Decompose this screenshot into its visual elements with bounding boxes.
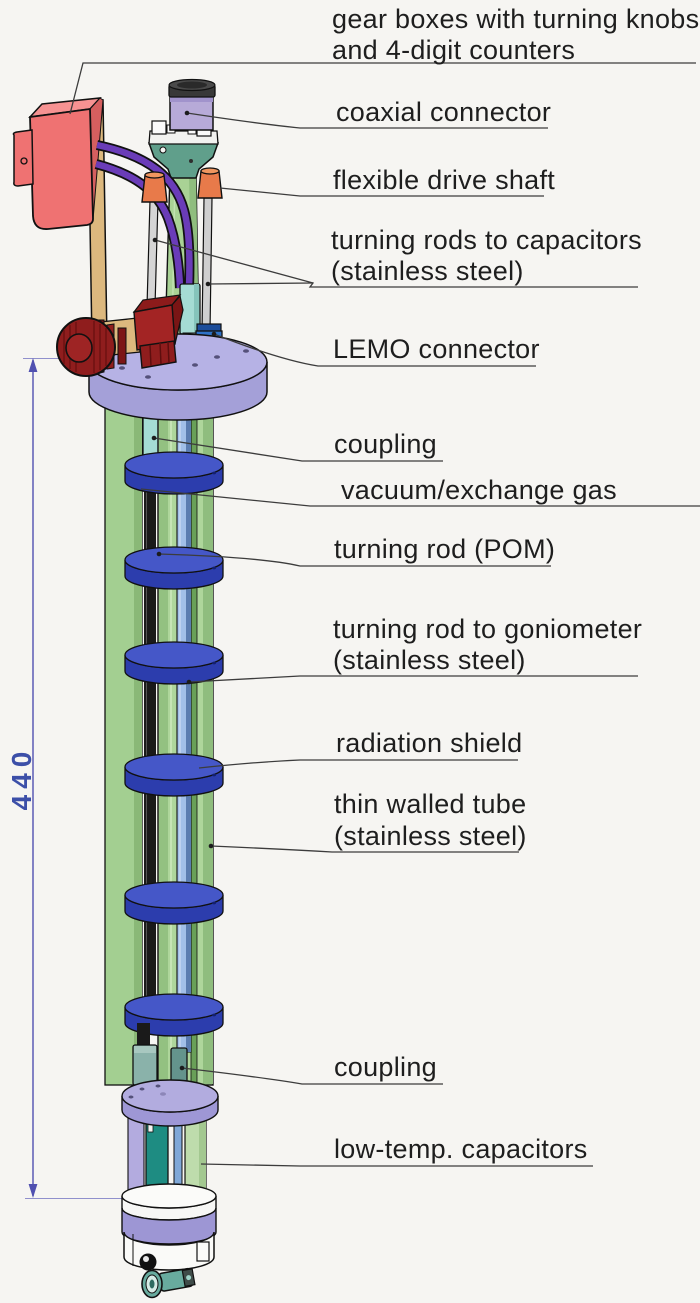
turning-rod-pom-part <box>144 455 156 1025</box>
labels: gear boxes with turning knobs and 4-digi… <box>331 4 699 1164</box>
flange-hole <box>119 366 125 370</box>
label-vacuum-exchange-gas: vacuum/exchange gas <box>341 475 617 505</box>
connector-funnel <box>147 142 220 179</box>
rod-stub-black <box>137 1023 150 1047</box>
bottom-housing <box>121 1183 217 1271</box>
connector-nut <box>151 120 167 135</box>
label-coupling-lower: coupling <box>334 1052 437 1082</box>
leader-radiation-shield <box>198 759 518 769</box>
radiation-shield-disc <box>124 881 224 925</box>
flange-hole <box>139 1087 145 1091</box>
vacuum-valve <box>56 294 184 377</box>
radiation-shields <box>124 451 224 1037</box>
label-turning-rod-goniometer-line2: (stainless steel) <box>333 645 526 675</box>
cone-left <box>141 174 168 203</box>
dimension-arrow-up <box>28 358 38 372</box>
instrument-drawing <box>12 78 268 1299</box>
leader-dots <box>151 110 217 1071</box>
leader-gear-boxes <box>69 62 696 115</box>
label-turning-rod-goniometer-line1: turning rod to goniometer <box>333 614 642 644</box>
label-lemo-connector: LEMO connector <box>333 334 540 364</box>
dimension-value: 440 <box>6 746 37 811</box>
gear-box <box>12 97 104 230</box>
flange-hole <box>214 355 220 359</box>
flange-hole <box>192 363 198 367</box>
gear-box-front <box>29 107 94 230</box>
leader-low-temp <box>200 1163 593 1167</box>
knob-ring <box>117 327 127 365</box>
label-coupling-upper: coupling <box>334 429 437 459</box>
leader-coupling-upper <box>153 437 443 462</box>
leader-coaxial <box>186 112 548 129</box>
housing-notch <box>196 1241 210 1262</box>
label-thin-walled-tube-line1: thin walled tube <box>334 789 526 819</box>
drive-shaft-a <box>96 141 193 289</box>
label-thin-walled-tube-line2: (stainless steel) <box>334 821 527 851</box>
valve-nut <box>139 340 177 369</box>
cone-right <box>197 170 223 199</box>
knob-face <box>65 333 93 363</box>
leader-vacuum <box>140 488 700 507</box>
flexible-drive-shafts <box>94 140 195 289</box>
funnel-dot <box>189 159 193 163</box>
housing-knob <box>139 1253 157 1271</box>
flange-hole <box>128 1095 134 1099</box>
radiation-shield-disc <box>124 546 224 590</box>
label-turning-rod-pom: turning rod (POM) <box>334 534 555 564</box>
radiation-shield-disc <box>124 451 224 495</box>
leader-thin-tube <box>210 845 519 853</box>
inner-rod-dark <box>190 391 198 1085</box>
leader-lines <box>69 62 700 1167</box>
drive-shaft-b <box>95 160 184 289</box>
label-gear-boxes-line2: and 4-digit counters <box>332 35 575 65</box>
flange-hole <box>145 375 151 379</box>
valve-body <box>133 304 176 351</box>
leader-rods-capacitors-2 <box>207 282 314 285</box>
label-turning-rods-capacitors-line1: turning rods to capacitors <box>331 225 642 255</box>
label-gear-boxes-line1: gear boxes with turning knobs <box>332 4 699 34</box>
coaxial-connector-part <box>147 78 220 179</box>
leader-coupling-lower <box>181 1067 443 1085</box>
leader-rods-capacitors-1 <box>154 239 638 288</box>
label-low-temp-capacitors: low-temp. capacitors <box>334 1134 588 1164</box>
turning-rod-right <box>201 197 213 333</box>
leader-rod-pom <box>158 553 551 567</box>
flange-hole <box>243 349 249 353</box>
gear-box-hole <box>20 157 28 165</box>
funnel-hole <box>159 146 167 154</box>
drive-shaft-cones <box>141 167 223 203</box>
label-flexible-drive-shaft: flexible drive shaft <box>333 165 555 195</box>
connector-cap-inner <box>177 81 207 89</box>
radiation-shield-disc <box>124 641 224 685</box>
leader-flexible-shaft <box>219 187 544 197</box>
leader-rod-goniometer <box>188 675 638 683</box>
label-turning-rods-capacitors-line2: (stainless steel) <box>331 256 524 286</box>
label-radiation-shield: radiation shield <box>336 728 522 758</box>
radiation-shield-disc <box>124 753 224 797</box>
dimension-arrow-down <box>28 1184 38 1198</box>
dimension-440: 440 <box>6 358 152 1199</box>
goniometer <box>141 1267 196 1299</box>
leader-lemo <box>213 333 536 367</box>
flange-hole <box>155 1084 161 1088</box>
bottom-flange <box>121 1079 219 1127</box>
connector-body-band <box>170 94 213 102</box>
label-coaxial-connector: coaxial connector <box>336 97 551 127</box>
